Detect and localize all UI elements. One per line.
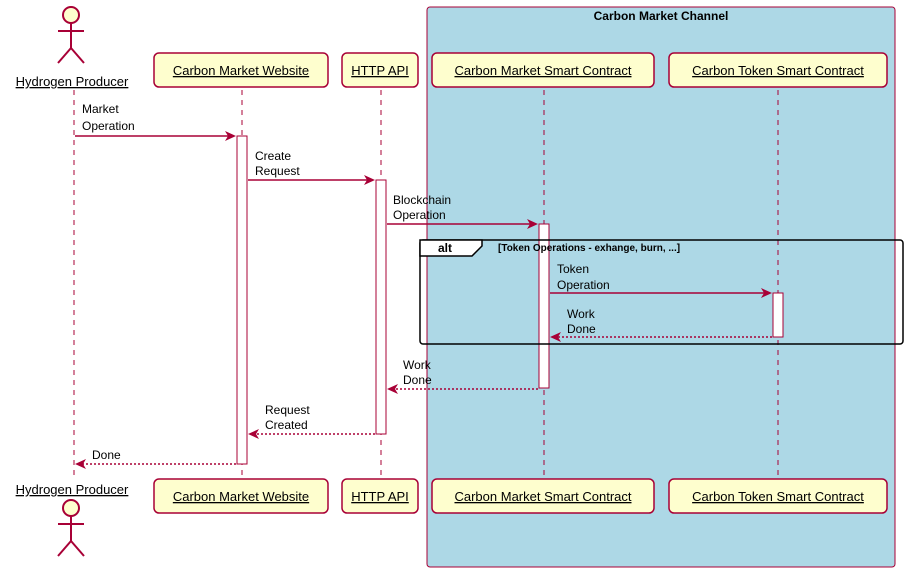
participant-label-website-top: Carbon Market Website: [173, 63, 309, 78]
message-8-line-1: Done: [92, 448, 121, 462]
message-4-line-2: Operation: [557, 278, 610, 292]
participant-label-producer-top: Hydrogen Producer: [16, 74, 129, 89]
message-1: Market Operation: [75, 102, 236, 141]
message-1-line-2: Operation: [82, 119, 135, 133]
message-6-line-2: Done: [403, 373, 432, 387]
participant-label-token-contract-top: Carbon Token Smart Contract: [692, 63, 864, 78]
message-4-line-1: Token: [557, 262, 589, 276]
participant-api-top: HTTP API: [341, 52, 419, 88]
activation-api: [375, 179, 387, 435]
message-6: Work Done: [387, 358, 538, 394]
message-8: Done: [75, 448, 236, 469]
message-2-line-2: Request: [255, 164, 300, 178]
message-6-line-1: Work: [403, 358, 432, 372]
message-5-line-2: Done: [567, 322, 596, 336]
activation-token-contract: [772, 292, 784, 338]
participant-token-contract-top: Carbon Token Smart Contract: [668, 52, 888, 88]
message-4: Token Operation: [550, 262, 772, 298]
participant-api-bottom: HTTP API: [341, 478, 419, 514]
participant-label-producer-bottom: Hydrogen Producer: [16, 482, 129, 497]
activation-bars: [236, 135, 784, 465]
activation-website: [236, 135, 248, 465]
alt-guard: [Token Operations - exhange, burn, ...]: [498, 243, 680, 254]
message-3: Blockchain Operation: [387, 193, 538, 229]
message-2-line-1: Create: [255, 149, 291, 163]
message-7: Request Created: [248, 403, 375, 439]
message-2: Create Request: [248, 149, 375, 185]
actor-producer-bottom: [57, 499, 85, 557]
message-5: Work Done: [550, 307, 772, 342]
participant-label-token-contract-bottom: Carbon Token Smart Contract: [692, 489, 864, 504]
actor-producer-top: [57, 6, 85, 64]
participant-label-api-top: HTTP API: [351, 63, 409, 78]
carbon-market-channel-group: Carbon Market Channel: [426, 6, 896, 568]
message-3-line-1: Blockchain: [393, 193, 451, 207]
participant-label-market-contract-top: Carbon Market Smart Contract: [454, 63, 631, 78]
message-3-line-2: Operation: [393, 208, 446, 222]
message-1-line-1: Market: [82, 102, 119, 116]
participant-label-api-bottom: HTTP API: [351, 489, 409, 504]
group-title: Carbon Market Channel: [594, 9, 729, 23]
participant-token-contract-bottom: Carbon Token Smart Contract: [668, 478, 888, 514]
participant-website-bottom: Carbon Market Website: [153, 478, 329, 514]
participant-website-top: Carbon Market Website: [153, 52, 329, 88]
message-7-line-1: Request: [265, 403, 310, 417]
alt-operator: alt: [438, 241, 452, 255]
participant-market-contract-bottom: Carbon Market Smart Contract: [431, 478, 655, 514]
participant-label-market-contract-bottom: Carbon Market Smart Contract: [454, 489, 631, 504]
participant-label-website-bottom: Carbon Market Website: [173, 489, 309, 504]
message-5-line-1: Work: [567, 307, 596, 321]
activation-market-contract: [538, 223, 550, 389]
alt-fragment: alt [Token Operations - exhange, burn, .…: [419, 239, 904, 345]
message-7-line-2: Created: [265, 418, 308, 432]
participant-market-contract-top: Carbon Market Smart Contract: [431, 52, 655, 88]
